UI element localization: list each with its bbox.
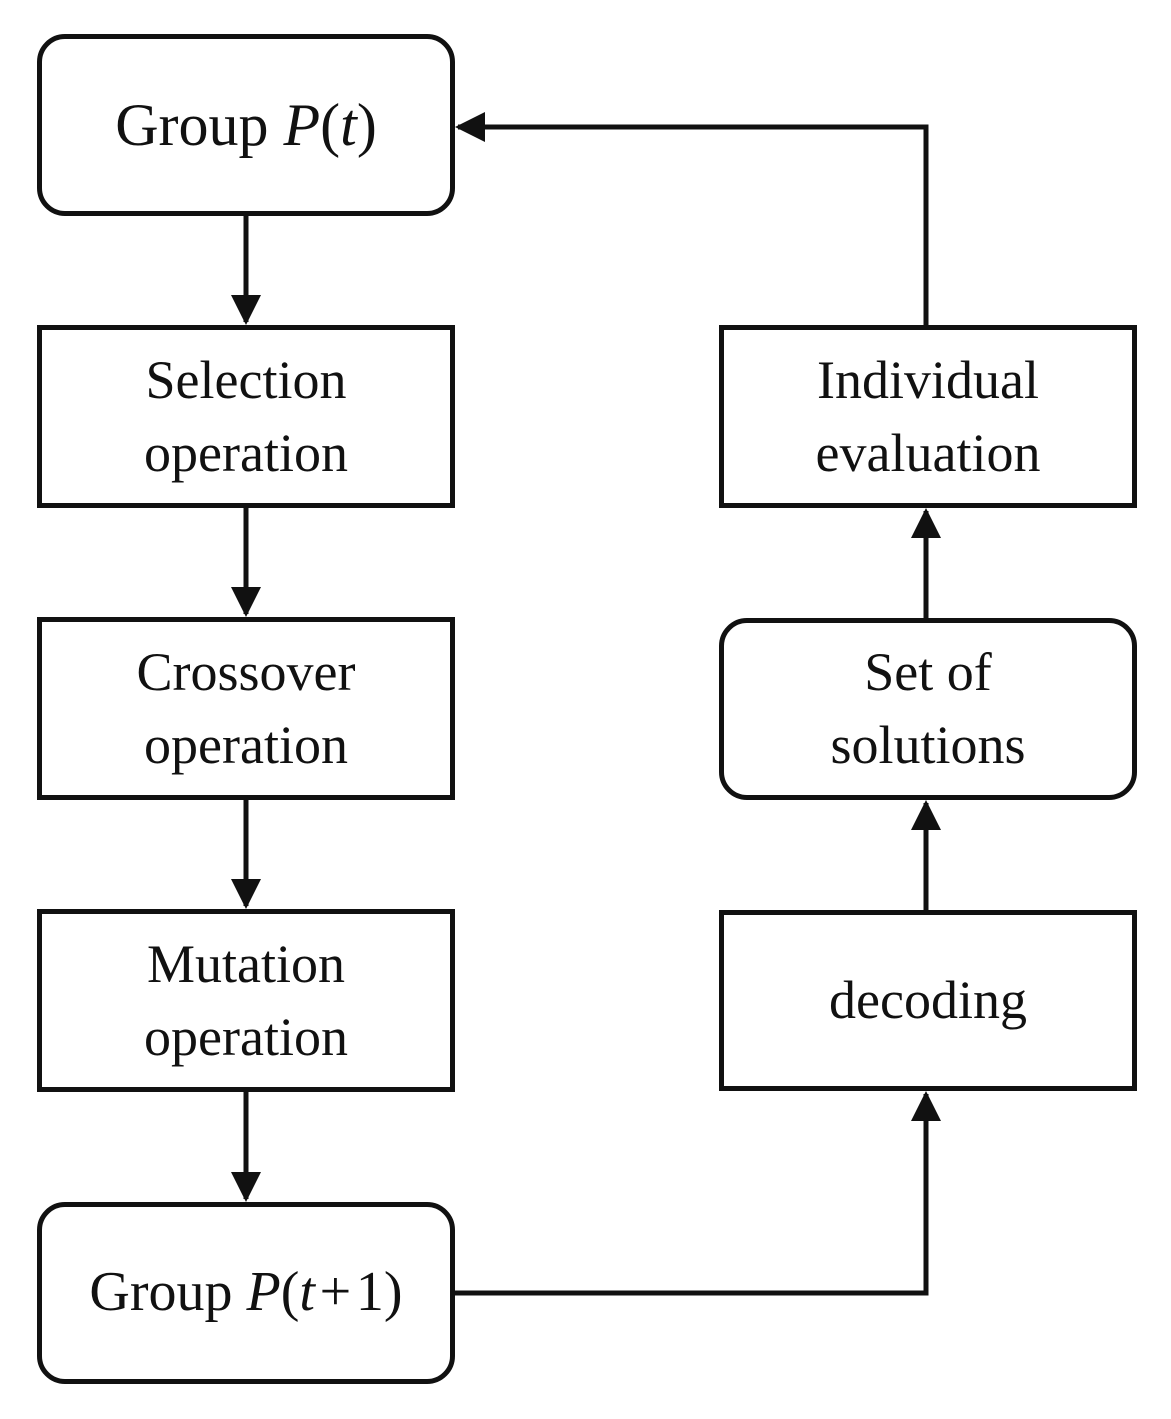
math-number: 1 bbox=[355, 1261, 384, 1324]
group-prefix: Group bbox=[89, 1261, 233, 1324]
node-selection-operation: Selection operation bbox=[37, 325, 455, 508]
node-label-line1: Individual bbox=[817, 349, 1039, 410]
arrow-individual-evaluation-to-group-pt bbox=[455, 112, 929, 325]
node-label-line2: operation bbox=[144, 1006, 348, 1067]
node-label-line1: decoding bbox=[829, 970, 1027, 1031]
node-label-line1: Selection bbox=[145, 349, 347, 410]
node-label-line2: solutions bbox=[830, 715, 1026, 775]
node-group-pt-label: Group P(t) bbox=[115, 91, 377, 158]
node-group-pt-plus-1: Group P(t + 1) bbox=[37, 1202, 455, 1384]
node-label-line1: Set of bbox=[864, 642, 992, 703]
math-symbol: P bbox=[283, 91, 321, 158]
node-individual-evaluation: Individual evaluation bbox=[719, 325, 1137, 508]
math-symbol: P bbox=[246, 1261, 281, 1324]
node-group-pt1-label: Group P(t + 1) bbox=[89, 1261, 403, 1324]
node-label-line1: Mutation bbox=[147, 933, 345, 994]
node-group-pt: Group P(t) bbox=[37, 34, 455, 216]
arrow-group-pt1-to-decoding bbox=[455, 1091, 941, 1296]
node-crossover-operation: Crossover operation bbox=[37, 617, 455, 800]
node-label-line2: evaluation bbox=[815, 422, 1041, 483]
node-mutation-operation: Mutation operation bbox=[37, 909, 455, 1092]
node-decoding: decoding bbox=[719, 910, 1137, 1091]
math-operator: + bbox=[319, 1261, 352, 1324]
node-label-line1: Crossover bbox=[136, 641, 356, 702]
node-label-line2: operation bbox=[144, 714, 348, 775]
math-arg: t bbox=[340, 91, 357, 158]
node-set-of-solutions: Set of solutions bbox=[719, 618, 1137, 800]
math-arg: t bbox=[299, 1261, 315, 1324]
group-prefix: Group bbox=[115, 91, 269, 158]
node-label-line2: operation bbox=[144, 422, 348, 483]
